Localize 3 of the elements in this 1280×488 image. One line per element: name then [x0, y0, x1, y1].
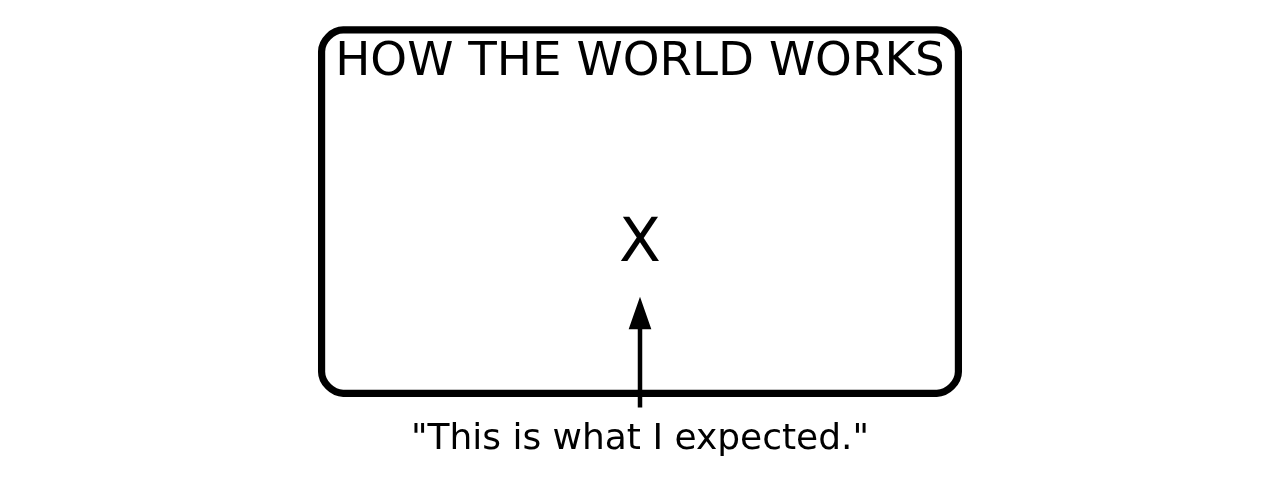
- node-text: X: [619, 203, 661, 275]
- arrow: [628, 296, 652, 408]
- node-text: "This is what I expected.": [410, 416, 870, 458]
